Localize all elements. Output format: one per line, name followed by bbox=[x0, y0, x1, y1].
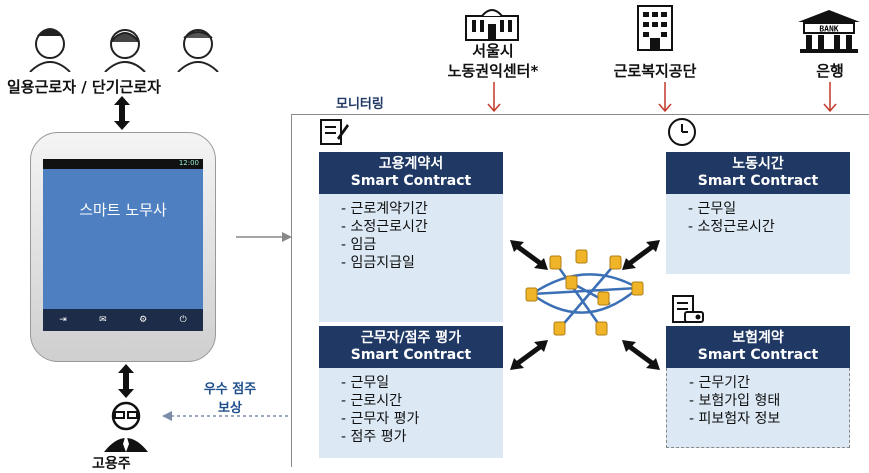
node bbox=[565, 275, 578, 290]
contract-card-working-hours: 노동시간 Smart Contract 근무일 소정근로시간 bbox=[666, 152, 850, 274]
reward-label-line2: 보상 bbox=[218, 401, 242, 416]
exit-icon[interactable]: ⇥ bbox=[59, 315, 67, 325]
card-title: 근무자/점주 평가 bbox=[360, 330, 462, 346]
card-subtitle: Smart Contract bbox=[350, 347, 472, 363]
institution-arrows bbox=[487, 82, 837, 113]
bank-sign: BANK bbox=[819, 25, 838, 34]
government-building-icon bbox=[465, 9, 519, 41]
smartphone: 12:00 스마트 노무사 ⇥ ✉ ⚙ ⏻ bbox=[30, 132, 216, 362]
card-subtitle: Smart Contract bbox=[697, 347, 819, 363]
diag-arrow-bl bbox=[510, 340, 548, 370]
list-item: 피보험자 정보 bbox=[689, 410, 849, 428]
node bbox=[631, 281, 644, 296]
diag-arrow-tl bbox=[510, 240, 548, 270]
list-item: 임금지급일 bbox=[341, 254, 503, 272]
node bbox=[595, 321, 608, 336]
card-title: 고용계약서 bbox=[378, 156, 444, 172]
status-bar: 12:00 bbox=[43, 159, 203, 169]
list-item: 점주 평가 bbox=[341, 428, 503, 446]
institution-1-name-line2: 노동권익센터* bbox=[447, 62, 539, 80]
institution-3-name: 은행 bbox=[816, 62, 844, 80]
contract-card-evaluation: 근무자/점주 평가 Smart Contract 근무일 근로시간 근무자 평가… bbox=[319, 326, 503, 458]
bottom-nav: ⇥ ✉ ⚙ ⏻ bbox=[43, 309, 203, 331]
card-title: 보험계약 bbox=[732, 330, 784, 346]
node bbox=[597, 291, 610, 306]
contract-card-insurance: 보험계약 Smart Contract 근무기간 보험가입 형태 피보험자 정보 bbox=[666, 326, 850, 448]
app-title: 스마트 노무사 bbox=[79, 201, 167, 219]
card-title: 노동시간 bbox=[732, 156, 784, 172]
phone-screen[interactable]: 12:00 스마트 노무사 ⇥ ✉ ⚙ ⏻ bbox=[43, 159, 203, 331]
list-item: 임금 bbox=[341, 236, 503, 254]
institution-1-name-line1: 서울시 bbox=[472, 42, 514, 60]
settings-icon[interactable]: ⚙ bbox=[139, 315, 148, 325]
employer-icon bbox=[104, 401, 148, 452]
power-icon[interactable]: ⏻ bbox=[179, 315, 187, 325]
monitoring-region bbox=[291, 114, 869, 467]
card-subtitle: Smart Contract bbox=[350, 173, 472, 189]
clock-icon bbox=[668, 118, 696, 146]
diag-arrow-tr bbox=[622, 240, 660, 270]
card-header: 고용계약서 Smart Contract bbox=[319, 152, 503, 194]
insurance-document-icon bbox=[672, 295, 704, 323]
workers-label: 일용근로자 / 단기근로자 bbox=[7, 78, 161, 96]
node bbox=[575, 249, 588, 264]
diag-arrow-br bbox=[622, 340, 660, 370]
reward-label-line1: 우수 점주 bbox=[203, 382, 257, 397]
status-time: 12:00 bbox=[178, 159, 199, 167]
node bbox=[609, 255, 622, 270]
node bbox=[549, 255, 562, 270]
card-body: 근무기간 보험가입 형태 피보험자 정보 bbox=[666, 368, 850, 448]
worker-icon bbox=[104, 29, 146, 72]
card-header: 노동시간 Smart Contract bbox=[666, 152, 850, 194]
office-building-icon bbox=[637, 5, 673, 51]
double-arrow-bottom bbox=[118, 364, 134, 398]
employer-label: 고용주 bbox=[92, 456, 131, 472]
blockchain-network bbox=[525, 249, 644, 336]
monitoring-label: 모니터링 bbox=[336, 97, 384, 112]
workers-icons bbox=[29, 28, 219, 72]
node bbox=[553, 321, 566, 336]
contract-card-employment: 고용계약서 Smart Contract 근로계약기간 소정근로시간 임금 임금… bbox=[319, 152, 503, 322]
list-item: 소정근로시간 bbox=[341, 218, 503, 236]
card-header: 근무자/점주 평가 Smart Contract bbox=[319, 326, 503, 368]
card-header: 보험계약 Smart Contract bbox=[666, 326, 850, 368]
card-subtitle: Smart Contract bbox=[697, 173, 819, 189]
worker-icon bbox=[177, 29, 219, 72]
list-item: 근무일 bbox=[688, 200, 850, 218]
institution-2-name: 근로복지공단 bbox=[613, 62, 697, 80]
double-arrow-top bbox=[114, 96, 130, 130]
bank-icon: BANK bbox=[798, 10, 860, 53]
reward-arrow bbox=[162, 411, 288, 421]
list-item: 근무자 평가 bbox=[341, 410, 503, 428]
document-icon bbox=[320, 119, 349, 145]
worker-icon bbox=[29, 28, 71, 72]
reward-label: 우수 점주 보상 bbox=[190, 378, 270, 416]
list-item: 소정근로시간 bbox=[688, 218, 850, 236]
card-body: 근무일 소정근로시간 bbox=[666, 194, 850, 274]
card-body: 근로계약기간 소정근로시간 임금 임금지급일 bbox=[319, 194, 503, 322]
phone-to-monitor-arrow bbox=[236, 232, 292, 242]
mail-icon[interactable]: ✉ bbox=[99, 315, 107, 325]
list-item: 근로시간 bbox=[341, 392, 503, 410]
list-item: 근무기간 bbox=[689, 374, 849, 392]
card-body: 근무일 근로시간 근무자 평가 점주 평가 bbox=[319, 368, 503, 458]
list-item: 보험가입 형태 bbox=[689, 392, 849, 410]
list-item: 근로계약기간 bbox=[341, 200, 503, 218]
list-item: 근무일 bbox=[341, 374, 503, 392]
node bbox=[525, 287, 538, 302]
